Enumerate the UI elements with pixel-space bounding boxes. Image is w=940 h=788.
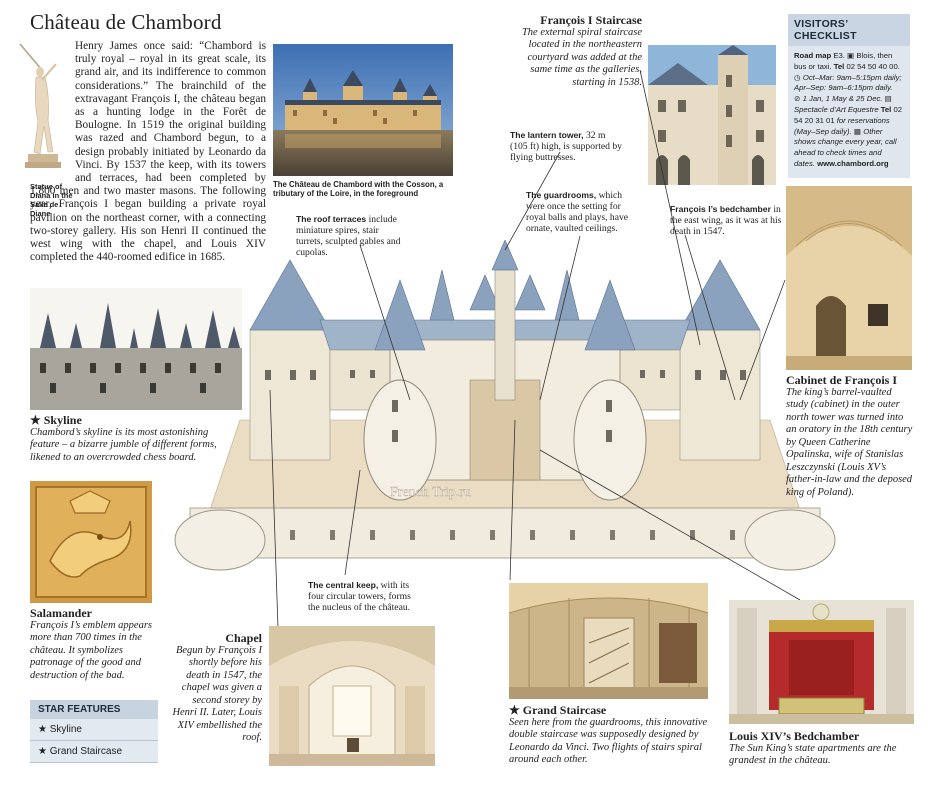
bedchamber-annotation: François I’s bedchamber in the east wing… [670,204,782,237]
reservations-info: for reservations (May–Sep daily). [794,115,890,136]
shows-info: Other shows change every year, call ahea… [794,126,897,168]
cabinet-text-block: Cabinet de François I The king’s barrel-… [786,374,916,499]
camera-icon: ▦ [853,126,862,136]
checklist-body: Road map E3. ▣ Blois, then bus or taxi. … [788,46,910,178]
tel-number-2: 02 54 20 31 01 [794,104,902,125]
terraces-annotation: The roof terraces include miniature spir… [296,214,408,258]
star-feature-item: ★ Grand Staircase [30,741,158,763]
closed-days: 1 Jan, 1 May & 25 Dec. [802,94,883,104]
guardrooms-annotation: The guardrooms, which were once the sett… [526,190,638,234]
lantern-text: 32 m (105 ft) high, is supported by flyi… [510,130,622,163]
salamander-description: François I’s emblem appears more than 70… [30,619,153,681]
page-title: Château de Chambord [30,10,222,34]
cabinet-description: The king’s barrel-vaulted study (cabinet… [786,386,913,498]
chapel-text-block: Chapel Begun by François I shortly befor… [166,632,262,745]
intro-text: Henry James once said: “Chambord is trul… [30,40,266,264]
staircase-description: The external spiral staircase located in… [521,26,642,88]
staircase-photo [648,45,776,185]
tel-number: 02 54 50 40 00. [846,61,900,71]
ticket-icon: ▤ [884,94,892,104]
chapel-photo [269,626,435,766]
grand-staircase-title: ★ Grand Staircase [509,703,607,717]
guardrooms-title: The guardrooms, [526,190,597,200]
grand-staircase-description: Seen here from the guardrooms, this inno… [509,716,708,766]
salamander-text-block: Salamander François I’s emblem appears m… [30,607,158,682]
keep-annotation: The central keep, with its four circular… [308,580,412,613]
terraces-title: The roof terraces [296,214,367,224]
clock-icon: ◷ [794,72,801,82]
salamander-photo [30,481,152,603]
lantern-annotation: The lantern tower, 32 m (105 ft) high, i… [510,130,622,163]
louis-bedchamber-photo [729,600,914,724]
grand-staircase-text-block: ★ Grand Staircase Seen here from the gua… [509,704,709,767]
cabinet-photo [786,186,912,370]
chateau-cutaway-illustration: French Trip.ru [170,239,840,590]
keep-title: The central keep, [308,580,379,590]
skyline-text-block: ★ Skyline Chambord’s skyline is its most… [30,414,240,464]
star-feature-item: ★ Skyline [30,719,158,741]
extras-info: Spectacle d’Art Equestre [794,104,879,114]
star-features-header: STAR FEATURES [30,700,158,719]
keep-text: with its four circular towers, forms the… [308,580,411,613]
lantern-title: The lantern tower, [510,130,584,140]
watermark: French Trip.ru [390,485,471,500]
skyline-title: ★ Skyline [30,413,82,427]
terraces-text: include miniature spires, stair turrets,… [296,214,401,258]
train-icon: ▣ [847,51,855,60]
tel-label: Tel [833,61,845,71]
tel-label-2: Tel [880,104,892,114]
staircase-title: François I Staircase [540,13,642,27]
road-map-label: Road map [794,51,832,60]
louis-text-block: Louis XIV’s Bedchamber The Sun King’s st… [729,730,919,768]
bedchamber-title: François I’s bedchamber [670,204,771,214]
website-link[interactable]: www.chambord.org [817,158,889,168]
checklist-header: VISITORS’ CHECKLIST [788,14,910,46]
statue-caption: Statue of Diana in the Salle de Diane [30,182,73,218]
skyline-photo [30,288,242,410]
visitors-checklist: VISITORS’ CHECKLIST Road map E3. ▣ Blois… [788,14,910,178]
chapel-title: Chapel [225,631,262,645]
opening-hours: Oct–Mar: 9am–5:15pm daily; Apr–Sep: 9am–… [794,72,902,93]
cabinet-title: Cabinet de François I [786,373,897,387]
star-features-box: STAR FEATURES ★ Skyline ★ Grand Staircas… [30,700,158,763]
grand-staircase-photo [509,583,708,699]
skyline-description: Chambord’s skyline is its most astonishi… [30,426,217,463]
chapel-description: Begun by François I shortly before his d… [172,644,262,744]
bedchamber-text: in the east wing, as it was at his death… [670,204,782,237]
chateau-cosson-photo [273,44,453,176]
diana-statue-image [12,42,64,182]
guardrooms-text: which were once the setting for royal ba… [526,190,629,234]
louis-title: Louis XIV’s Bedchamber [729,729,860,743]
louis-description: The Sun King’s state apartments are the … [729,742,897,767]
closed-icon: ⊘ [794,94,801,104]
road-map-ref: E3. [833,51,845,60]
transport-info: Blois, then bus or taxi. [794,51,893,71]
staircase-text-block: François I Staircase The external spiral… [512,14,642,89]
photo-caption: The Château de Chambord with the Cosson,… [273,180,444,198]
salamander-title: Salamander [30,606,93,620]
intro-paragraph: Henry James once said: “Chambord is trul… [30,40,266,264]
